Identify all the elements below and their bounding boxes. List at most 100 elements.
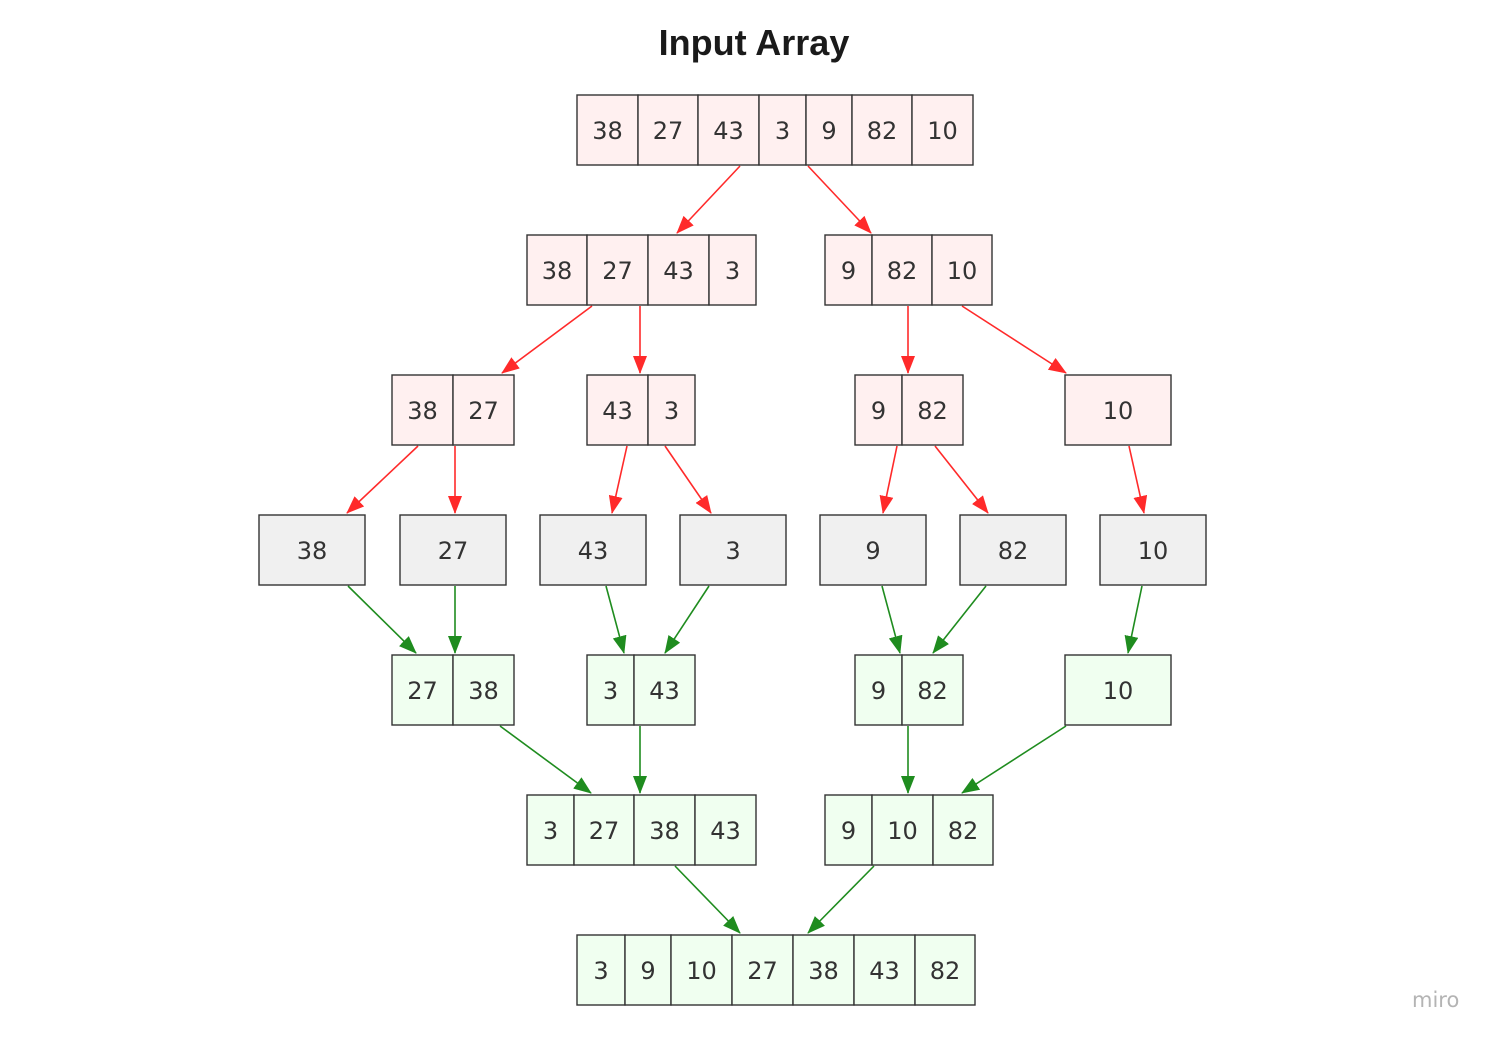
array-cell-value: 27: [747, 957, 778, 985]
merge-arrow-n9-to-n15: [605, 585, 627, 654]
array-cell: [854, 654, 903, 726]
merge-arrow-n14-to-n18: [499, 725, 592, 794]
merge-array-n15: 3 43: [586, 654, 696, 726]
merge-arrow-n7-to-n14: [347, 585, 417, 654]
array-cell-value: 9: [821, 117, 836, 145]
array-cell: [637, 94, 699, 166]
array-cell-value: 38: [297, 537, 328, 565]
split-arrow-n4-to-n9: [608, 445, 628, 514]
array-cell-value: 82: [917, 677, 948, 705]
array-cell-value: 3: [664, 397, 679, 425]
array-cell: [851, 94, 913, 166]
array-cell: [633, 654, 696, 726]
array-cell: [694, 794, 757, 866]
array-cell-value: 9: [841, 817, 856, 845]
array-cell-value: 82: [948, 817, 979, 845]
split-arrow-n5-to-n11: [879, 445, 898, 514]
leaf-array-n9: 43: [539, 514, 647, 586]
array-cell-value: 10: [686, 957, 717, 985]
split-arrow-n6-to-n13: [1128, 445, 1148, 514]
split-arrow-n2-to-n6: [961, 305, 1067, 374]
array-cell-value: 38: [542, 257, 573, 285]
array-cell-value: 27: [602, 257, 633, 285]
array-cell: [452, 654, 515, 726]
array-cell: [586, 234, 649, 306]
split-arrow-n0-to-n1: [676, 165, 741, 234]
merge-arrow-n10-to-n15: [664, 585, 710, 654]
leaf-array-n12: 82: [959, 514, 1067, 586]
array-cell: [708, 234, 757, 306]
array-cell: [1099, 514, 1207, 586]
array-cell-value: 82: [917, 397, 948, 425]
array-cell-value: 43: [713, 117, 744, 145]
leaf-array-n10: 3: [679, 514, 787, 586]
array-cell: [1064, 654, 1172, 726]
array-cell-value: 43: [869, 957, 900, 985]
array-cell: [670, 934, 733, 1006]
array-cell: [853, 934, 916, 1006]
split-array-n1: 38 27 43 3: [526, 234, 757, 306]
array-cell-value: 3: [603, 677, 618, 705]
merge-arrow-n11-to-n16: [881, 585, 903, 654]
array-cell: [624, 934, 672, 1006]
array-cell-value: 38: [468, 677, 499, 705]
merge-array-n19: 9 10 82: [824, 794, 994, 866]
array-cell: [914, 934, 976, 1006]
array-cell-value: 3: [725, 257, 740, 285]
array-cell-value: 9: [871, 677, 886, 705]
array-cell-value: 10: [1138, 537, 1169, 565]
array-cell: [931, 234, 993, 306]
split-array-n5: 9 82: [854, 374, 964, 446]
split-arrow-n5-to-n12: [934, 445, 989, 514]
array-cell: [679, 514, 787, 586]
array-cell: [901, 654, 964, 726]
array-cell-value: 82: [867, 117, 898, 145]
leaf-array-n7: 38: [258, 514, 366, 586]
array-cell: [805, 94, 853, 166]
array-cell-value: 38: [649, 817, 680, 845]
merge-array-n16: 9 82: [854, 654, 964, 726]
array-cell: [871, 794, 934, 866]
array-cell-value: 10: [1103, 677, 1134, 705]
split-arrow-n3-to-n7: [346, 445, 419, 514]
merge-array-n17: 10: [1064, 654, 1172, 726]
split-array-n6: 10: [1064, 374, 1172, 446]
merge-arrow-n13-to-n17: [1124, 585, 1143, 654]
array-cell-value: 27: [653, 117, 684, 145]
array-cell: [586, 654, 635, 726]
array-cell-value: 3: [593, 957, 608, 985]
array-cell: [792, 934, 855, 1006]
array-cell-value: 9: [841, 257, 856, 285]
merge-arrow-n19-to-n20: [807, 865, 875, 934]
leaf-array-n11: 9: [819, 514, 927, 586]
array-cell: [647, 374, 696, 446]
array-cell: [647, 234, 710, 306]
array-cell-value: 10: [887, 817, 918, 845]
array-cell-value: 43: [649, 677, 680, 705]
split-arrow-n0-to-n2: [807, 165, 872, 234]
leaf-array-n8: 27: [399, 514, 507, 586]
merge-arrow-n18-to-n20: [674, 865, 741, 934]
array-cell-value: 9: [640, 957, 655, 985]
array-cell-value: 9: [871, 397, 886, 425]
array-cell-value: 38: [592, 117, 623, 145]
array-cell-value: 43: [578, 537, 609, 565]
array-cell: [819, 514, 927, 586]
array-cell: [871, 234, 933, 306]
array-cell-value: 10: [947, 257, 978, 285]
array-cell: [633, 794, 696, 866]
array-cell-value: 43: [663, 257, 694, 285]
array-cell-value: 27: [589, 817, 620, 845]
array-cell: [391, 654, 454, 726]
array-cell-value: 38: [808, 957, 839, 985]
split-arrow-n1-to-n3: [501, 305, 593, 374]
merge-arrow-n12-to-n16: [932, 585, 987, 654]
array-cell: [526, 234, 588, 306]
array-cell: [391, 374, 454, 446]
miro-watermark: miro: [1412, 988, 1460, 1012]
